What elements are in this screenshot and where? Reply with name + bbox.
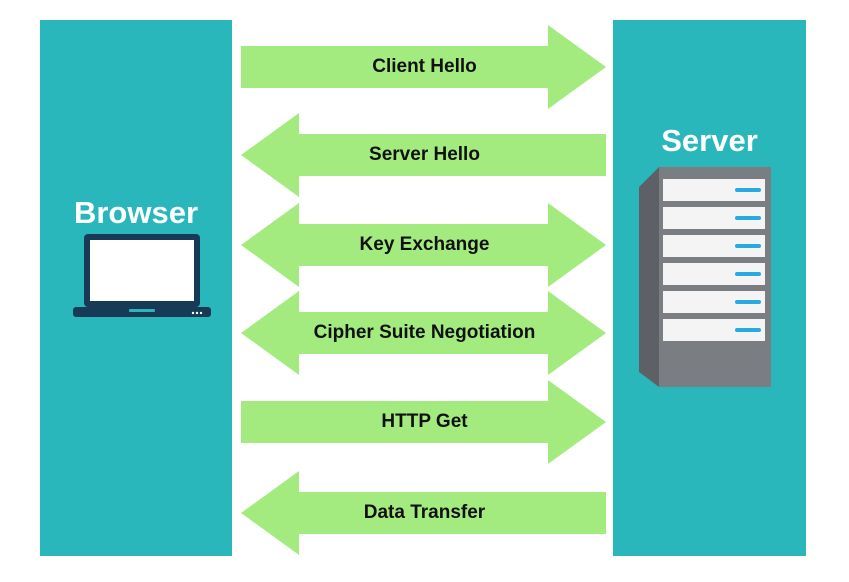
browser-panel: Browser	[40, 20, 232, 556]
message-arrow-left	[241, 113, 606, 197]
laptop-icon	[73, 234, 211, 317]
message-label: HTTP Get	[381, 411, 468, 432]
server-rack-icon	[639, 167, 771, 387]
message-label: Cipher Suite Negotiation	[313, 322, 536, 343]
server-title: Server	[661, 123, 758, 158]
message-arrow-right	[241, 25, 606, 109]
message-arrow-both	[241, 291, 606, 375]
message-label: Key Exchange	[359, 234, 490, 255]
browser-title: Browser	[73, 195, 199, 230]
server-panel: Server	[613, 20, 806, 556]
message-arrow-left	[241, 471, 606, 555]
message-label: Client Hello	[372, 56, 477, 77]
message-arrow-right	[241, 380, 606, 464]
message-label: Server Hello	[369, 144, 480, 165]
message-label: Data Transfer	[363, 502, 486, 523]
message-arrow-both	[241, 203, 606, 287]
